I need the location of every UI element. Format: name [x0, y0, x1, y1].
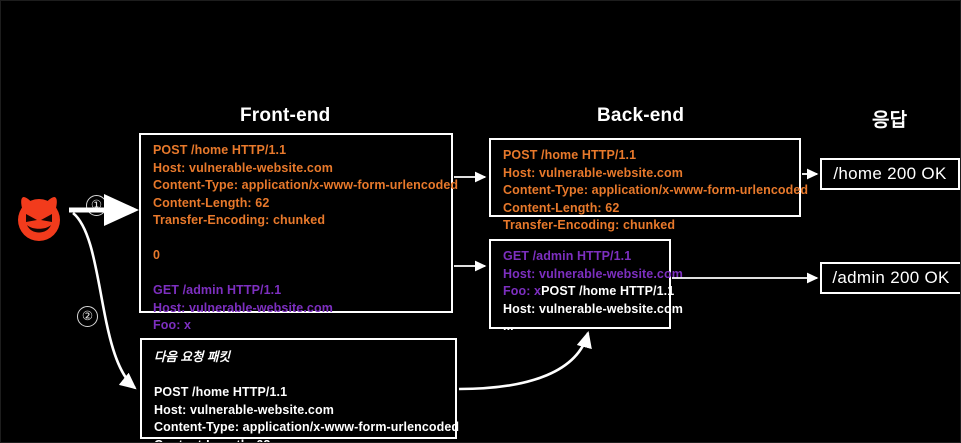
back-end-packet-1-line-0: POST /home HTTP/1.1 — [503, 148, 637, 162]
back-end-packet-2-line-2: Foo: xPOST /home HTTP/1.1 — [503, 284, 675, 298]
back-end-packet-2-line-2-suffix: POST /home HTTP/1.1 — [541, 284, 675, 298]
back-end-packet-1-line-3: Content-Length: 62 — [503, 200, 620, 215]
front-end-packet-blank-5 — [153, 230, 451, 248]
front-end-packet-line-6: 0 — [153, 248, 161, 262]
front-end-packet-line-9: Host: vulnerable-website.com — [153, 300, 333, 315]
front-end-packet-line-0: POST /home HTTP/1.1 — [153, 143, 287, 157]
arrow-next-request-to-backend-2 — [458, 330, 592, 391]
next-request-packet-line-3: Content-Length: 62 — [154, 437, 455, 443]
next-request-packet-line-1: Host: vulnerable-website.com — [154, 402, 334, 417]
back-end-packet-2-line-0: GET /admin HTTP/1.1 — [503, 249, 632, 263]
response-box-admin: /admin 200 OK — [820, 262, 960, 294]
back-end-packet-2-line-1: Host: vulnerable-website.com — [503, 266, 683, 281]
back-end-packet-2-line-4: ... — [503, 319, 514, 333]
column-title-response: 응답 — [872, 110, 908, 131]
next-request-packet-spacer — [154, 367, 455, 385]
column-title-back-end: Back-end — [597, 105, 685, 126]
front-end-packet-line-10: Foo: x — [153, 318, 192, 332]
front-end-packet-line-4: Transfer-Encoding: chunked — [153, 213, 326, 227]
arrow-attacker-to-next-request — [72, 211, 137, 390]
front-end-packet-line-1: Host: vulnerable-website.com — [153, 160, 333, 175]
attacker-devil-icon — [13, 194, 65, 244]
response-label-home: /home 200 OK — [833, 164, 947, 183]
front-end-packet-line-8: GET /admin HTTP/1.1 — [153, 283, 282, 297]
response-label-admin: /admin 200 OK — [832, 268, 950, 287]
back-end-packet-1-line-4: Transfer-Encoding: chunked — [503, 218, 676, 232]
next-request-packet-line-0: POST /home HTTP/1.1 — [154, 385, 288, 399]
response-box-home: /home 200 OK — [820, 158, 960, 190]
next-request-packet-line-2: Content-Type: application/x-www-form-url… — [154, 420, 460, 434]
front-end-packet-line-2: Content-Type: application/x-www-form-url… — [153, 178, 459, 192]
back-end-packet-1-line-1: Host: vulnerable-website.com — [503, 165, 683, 180]
front-end-packet-blank-7 — [153, 265, 451, 283]
step-number-2: ② — [77, 306, 98, 327]
back-end-packet-2-line-3: Host: vulnerable-website.com — [503, 301, 683, 316]
back-end-packet-1-line-2: Content-Type: application/x-www-form-url… — [503, 183, 809, 197]
next-request-packet-title: 다음 요청 패킷 — [154, 350, 230, 364]
front-end-packet-line-3: Content-Length: 62 — [153, 195, 270, 210]
step-number-1: ① — [86, 195, 107, 216]
column-title-front-end: Front-end — [240, 105, 331, 126]
